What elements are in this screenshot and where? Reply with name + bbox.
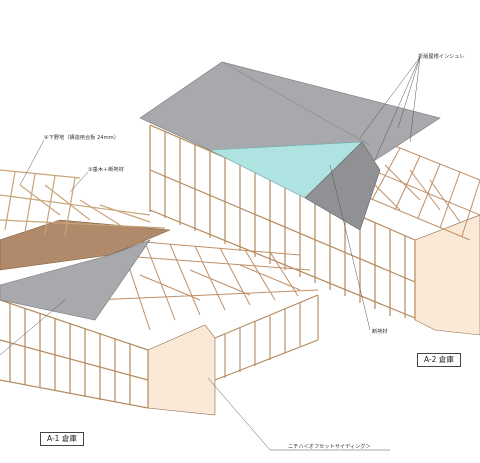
a1-roof-trusses (94, 239, 319, 331)
leader-lines (0, 56, 421, 451)
building-a2-label: A-2 倉庫 (417, 353, 461, 368)
a2-lower-roof-panel (304, 141, 381, 231)
building-a1-label: A-1 倉庫 (40, 432, 84, 447)
building-a2 (139, 61, 480, 336)
label-rafter: ③垂木＋断熱材 (88, 167, 124, 173)
a1-roof-sheet (0, 239, 151, 321)
a1-gable-wall-panel (147, 324, 216, 416)
a2-gable-wall-panel (414, 214, 480, 336)
label-underlay: ④下野地（構造用合板 24mm） (44, 135, 119, 141)
a1-timber-sheathing (0, 219, 171, 271)
a1-wall-framing (0, 299, 149, 409)
label-insulation: 折版屋根インシュレ (418, 54, 465, 60)
a1-right-wall-framing (214, 294, 319, 381)
a1-upper-trusses (0, 169, 166, 237)
label-siding: ニチハ＜オフセットサイディング＞ (288, 444, 371, 450)
a2-roof-sheet (139, 61, 441, 171)
a2-wall-framing (149, 124, 416, 320)
label-insulator: 断熱材 (372, 329, 388, 335)
building-a1 (0, 169, 319, 416)
